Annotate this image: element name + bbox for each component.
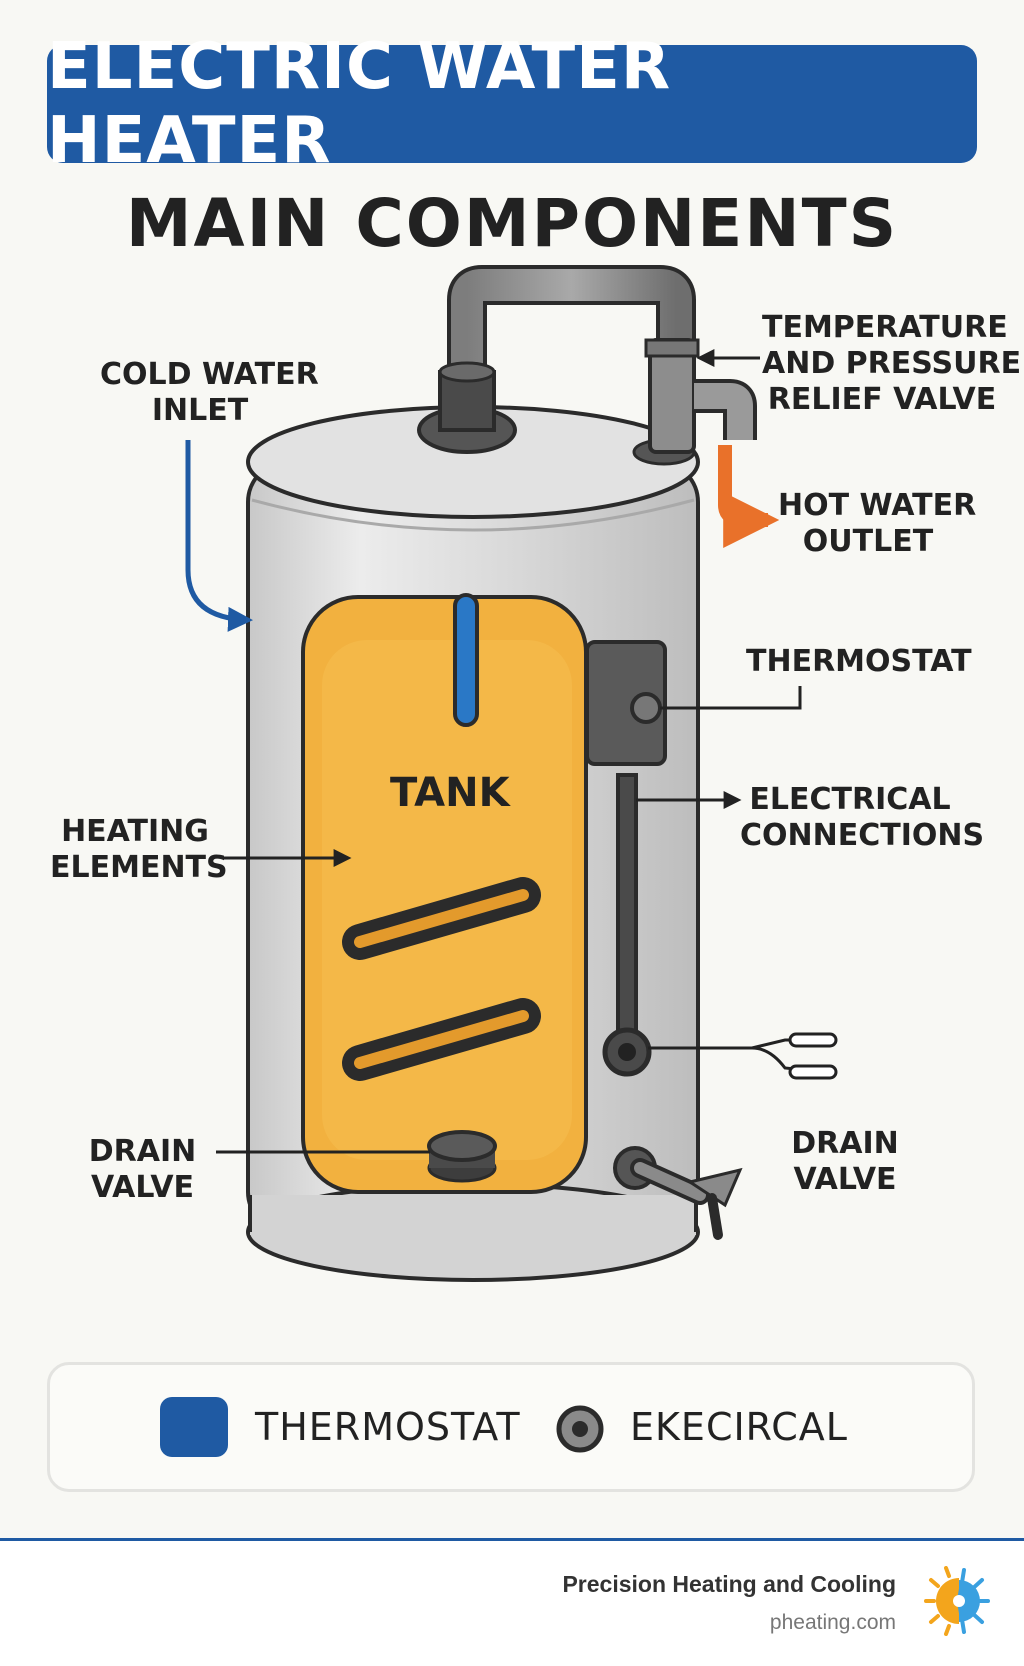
cold-inlet-line1: COLD WATER [100, 357, 319, 392]
footer [0, 1541, 1024, 1666]
drain-right-line1: DRAIN [791, 1126, 899, 1161]
label-electrical-connections: ELECTRICAL CONNECTIONS [740, 782, 985, 854]
relief-line2: AND PRESSURE [762, 346, 1022, 381]
page-title: ELECTRIC WATER HEATER [47, 30, 672, 178]
drain-right-line2: VALVE [793, 1162, 897, 1197]
label-cold-water-inlet: COLD WATER INLET [100, 357, 319, 429]
relief-line1: TEMPERATURE [762, 310, 1008, 345]
sun-snowflake-logo-icon [924, 1566, 990, 1636]
label-heating-elements: HEATING ELEMENTS [50, 814, 228, 886]
heating-line1: HEATING [61, 814, 209, 849]
heating-element-upper [342, 877, 541, 960]
brand-name: Precision Heating and Cooling [562, 1571, 896, 1597]
electrical-legend-icon [556, 1405, 604, 1453]
inner-tank [301, 593, 588, 1194]
electrical-line1: ELECTRICAL [749, 782, 951, 817]
page-subtitle: MAIN COMPONENTS [125, 185, 899, 262]
outer-drain-valve [613, 1146, 743, 1240]
drain-left-line2: VALVE [90, 1170, 195, 1205]
hot-outlet-line2: OUTLET [802, 524, 934, 559]
footer-divider [0, 1538, 1024, 1541]
thermostat-leader [660, 686, 802, 710]
relief-valve [632, 338, 757, 466]
legend: THERMOSTAT EKECIRCAL [47, 1362, 975, 1492]
title-banner: ELECTRIC WATER HEATER [47, 30, 977, 178]
water-heater-diagram [185, 265, 838, 1282]
top-pipe [447, 265, 696, 395]
label-drain-valve-left: DRAIN VALVE [80, 1134, 205, 1206]
relief-line3: RELIEF VALVE [767, 382, 997, 417]
legend-item-thermostat: THERMOSTAT [255, 1405, 521, 1449]
cold-inlet-arrow [185, 440, 253, 632]
inner-drain-valve [427, 1130, 497, 1183]
label-thermostat: THERMOSTAT [746, 644, 972, 680]
heating-line2: ELEMENTS [50, 850, 228, 885]
label-drain-valve-right: DRAIN VALVE [780, 1126, 910, 1198]
thermostat-swatch [160, 1397, 228, 1457]
tank-label: TANK [390, 770, 510, 816]
cold-inlet-line2: INLET [151, 393, 249, 428]
thermostat-text: THERMOSTAT [746, 644, 972, 679]
legend-item-electrical: EKECIRCAL [630, 1405, 848, 1449]
drain-left-line1: DRAIN [88, 1134, 197, 1169]
label-hot-water-outlet: HOT WATER OUTLET [778, 488, 977, 560]
thermostat-unit [585, 640, 667, 1077]
hot-water-pipe [718, 445, 780, 548]
wire-terminals [788, 1032, 838, 1080]
hot-outlet-line1: HOT WATER [778, 488, 977, 523]
label-relief-valve: TEMPERATURE AND PRESSURE RELIEF VALVE [762, 310, 1022, 418]
electrical-line2: CONNECTIONS [740, 818, 985, 853]
heating-element-lower [342, 998, 541, 1081]
brand-url: pheating.com [769, 1611, 896, 1634]
inlet-fitting [417, 361, 517, 454]
